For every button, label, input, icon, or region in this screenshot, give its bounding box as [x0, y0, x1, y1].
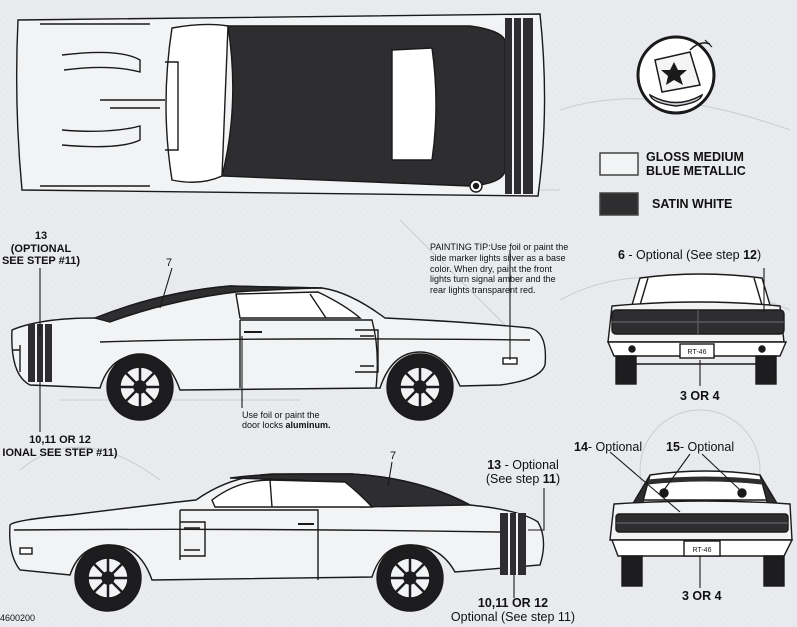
side2-window [211, 479, 374, 508]
callout-10-side1-parts: 10,11 OR 12 [29, 434, 91, 446]
top-vinyl-roof [221, 25, 506, 187]
side1-window [235, 291, 362, 319]
painting-tip-line1: Use foil or paint the [490, 242, 569, 252]
legend-satin-label: SATIN WHITE [652, 197, 733, 211]
top-windshield [165, 23, 229, 183]
callout-3or4-front: 3 OR 4 [680, 389, 720, 403]
callout-13-optional: (OPTIONAL [10, 242, 72, 255]
callout-13-side2-close: ) [556, 472, 561, 487]
callout-14-optional: - Optional [587, 440, 643, 454]
callout-10-side2-step: Optional (See step 11) [450, 610, 576, 625]
car-front-view: RT-46 [606, 273, 788, 385]
painting-tip-line4: lights turn signal amber and the [430, 274, 556, 285]
callout-6-front: 6 - Optional (See step 12) [618, 248, 761, 262]
callout-3or4-rear: 3 OR 4 [682, 589, 722, 603]
side1-front-wheel [386, 353, 454, 421]
legend-gloss-line1: GLOSS MEDIUM [646, 150, 744, 164]
front-right-tire [755, 355, 777, 385]
callout-13-side2: 13 - Optional (See step 11) [478, 458, 568, 487]
rear-right-tire [763, 555, 785, 587]
top-trunk-stripe [505, 18, 533, 194]
leader-14-rear [609, 451, 681, 513]
callout-6-num: 6 [618, 248, 625, 262]
car-top-view [15, 13, 546, 197]
front-roof [631, 273, 771, 306]
leader-7-side2 [387, 461, 393, 487]
callout-14-num: 14 [574, 440, 588, 454]
callout-10-side1-step: IONAL SEE STEP #11) [2, 446, 118, 459]
decal-water-dip-icon [636, 35, 716, 115]
callout-13-step: SEE STEP #11) [1, 255, 81, 268]
door-locks-line1: Use foil or paint the [242, 410, 320, 420]
legend-swatch-satin [599, 192, 639, 216]
side2-front-wheel [74, 544, 142, 612]
callout-10-side2: 10,11 OR 12 Optional (See step 11) [438, 596, 588, 625]
rear-left-tire [621, 555, 643, 587]
leader-15-rear-right [701, 453, 741, 491]
callout-6-optional: - Optional (See step [624, 248, 744, 262]
side1-side-scoop [355, 329, 379, 373]
legend-swatch-gloss [599, 152, 639, 176]
side2-tail-stripe [500, 513, 526, 575]
callout-10-side2-parts: 10,11 OR 12 [477, 596, 549, 610]
callout-6-step: 12 [743, 248, 757, 262]
side2-door [180, 509, 319, 580]
side1-rear-wheel [106, 353, 174, 421]
side2-rear-wheel [376, 544, 444, 612]
legend-gloss-label: GLOSS MEDIUM BLUE METALLIC [646, 150, 746, 179]
callout-10-side1: 10,11 OR 12 IONAL SEE STEP #11) [0, 434, 120, 459]
callout-13-side2-num: 13 [487, 458, 502, 472]
callout-6-close: ) [756, 248, 762, 262]
callout-15-rear: 15- Optional [666, 440, 734, 454]
callout-15-optional: - Optional [679, 440, 735, 454]
side2-marker-light [19, 547, 33, 555]
leader-lines [39, 250, 765, 598]
painting-tip-title: PAINTING TIP: [430, 242, 491, 252]
catalog-number: 4600200 [0, 613, 36, 623]
legend-gloss-line2: BLUE METALLIC [646, 164, 746, 179]
front-left-tire [615, 355, 637, 385]
leader-13-side2 [528, 488, 545, 531]
callout-door-locks: Use foil or paint the door locks aluminu… [242, 410, 331, 431]
callout-13-top-left: 13 (OPTIONAL SEE STEP #11) [0, 230, 82, 268]
callout-13-side2-step-num: 11 [542, 472, 557, 487]
leader-7-side1 [159, 267, 173, 309]
top-hood-scoop-left [61, 51, 141, 73]
callout-13-num: 13 [34, 230, 48, 242]
rear-license-text: RT-46 [693, 547, 712, 554]
side2-side-scoop [180, 521, 206, 557]
side1-door [240, 319, 379, 389]
callout-13-side2-optional: - Optional [501, 458, 559, 472]
callout-7-side2: 7 [390, 450, 397, 462]
painting-tip-line5: rear lights transparent red. [430, 285, 536, 296]
painting-tip-line3: color. When dry, paint the front [430, 263, 552, 274]
top-hood-scoop-right [61, 125, 141, 148]
painting-tip-line2: side marker lights silver as a base [430, 252, 566, 263]
rear-license-plate [683, 540, 721, 557]
front-license-plate [679, 343, 715, 359]
callout-15-num: 15 [666, 440, 680, 454]
door-locks-bold: aluminum. [285, 420, 331, 431]
callout-13-side2-step: (See step [485, 472, 543, 487]
painting-tip: PAINTING TIP:Use foil or paint the side … [430, 242, 568, 296]
door-locks-line2: door locks [242, 420, 284, 431]
front-license-text: RT-46 [688, 349, 707, 356]
top-rear-window [391, 47, 437, 161]
leader-15-rear-left [663, 453, 691, 491]
callout-14-rear: 14- Optional [574, 440, 642, 454]
callout-7-side1: 7 [166, 257, 173, 269]
car-side-view-right [9, 473, 545, 612]
